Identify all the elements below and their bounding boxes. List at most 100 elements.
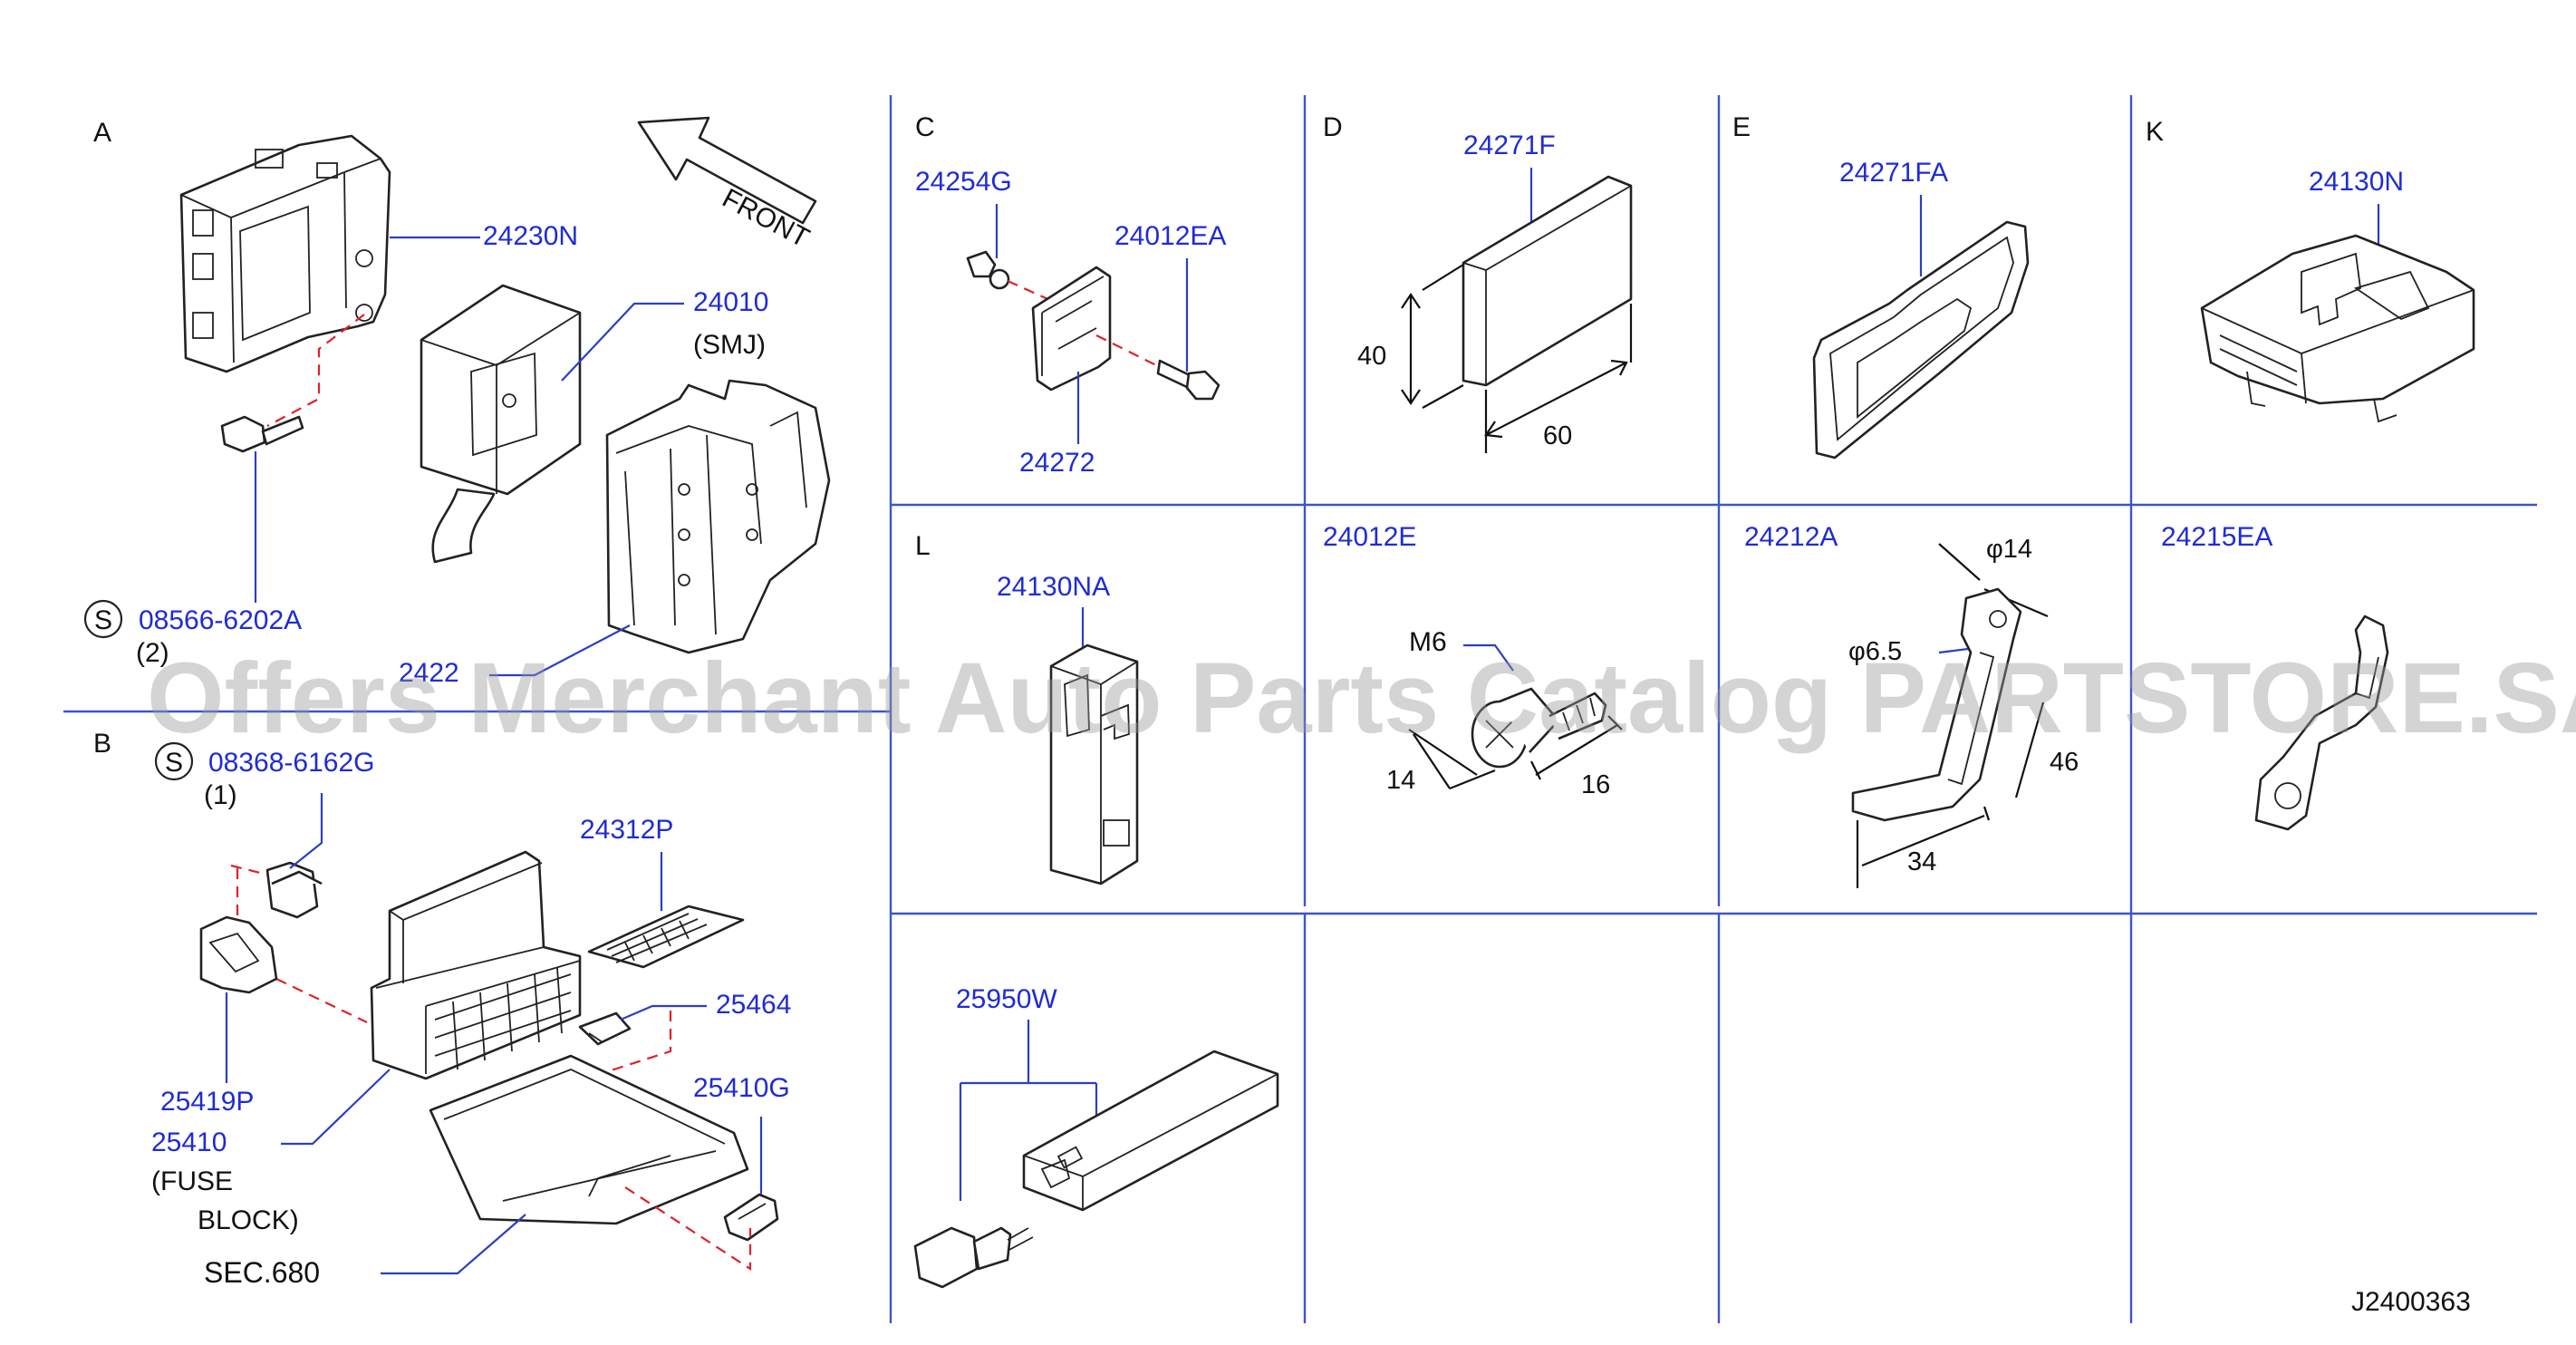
section-connector-25950w: 25950W <box>913 984 1279 1289</box>
dim-label-phi65: φ6.5 <box>1848 637 1902 666</box>
section-e-letter: E <box>1732 112 1751 142</box>
fuse-block-25410-drawing <box>370 850 582 1080</box>
watermark-text: Offers Merchant Auto Parts Catalog PARTS… <box>147 643 2576 754</box>
bracket-24230n-drawing <box>179 134 391 373</box>
section-c-letter: C <box>915 112 935 142</box>
part-number-24215ea[interactable]: 24215EA <box>2161 522 2272 552</box>
dim-arrow-34 <box>1861 814 1985 867</box>
leader-25464 <box>620 1004 707 1021</box>
part-number-2422x[interactable]: 2422 <box>399 658 459 688</box>
clip-25419p-drawing <box>199 915 278 994</box>
section-e: E 24271FA <box>1732 112 2030 460</box>
thread-label-m6: M6 <box>1409 627 1447 657</box>
dim-label-34: 34 <box>1907 847 1936 876</box>
leader-25950w <box>959 1020 1098 1201</box>
section-k: K 24130N <box>2146 117 2475 423</box>
dash-line-a <box>266 314 365 427</box>
dim-arrow-40 <box>1401 293 1421 405</box>
part-number-24212a[interactable]: 24212A <box>1744 522 1838 552</box>
section-c: C 24254G 24012EA 24272 <box>915 112 1226 478</box>
part-number-25419p[interactable]: 25419P <box>160 1087 254 1117</box>
dim-label-46: 46 <box>2050 748 2079 777</box>
section-bracket-24212a: 24212A φ14 φ6.5 46 34 <box>1744 522 2079 888</box>
dim-label-16: 16 <box>1581 770 1610 799</box>
fuse-label-2: BLOCK) <box>198 1205 299 1235</box>
dim-ext-40 <box>1422 264 1464 409</box>
leader-08368 <box>289 793 323 869</box>
part-number-25950w[interactable]: 25950W <box>956 984 1057 1014</box>
leader-m6 <box>1463 643 1514 672</box>
fuse-label-1: (FUSE <box>151 1166 233 1196</box>
part-number-24312p[interactable]: 24312P <box>580 815 673 845</box>
front-arrow-icon <box>637 116 817 225</box>
leader-24010 <box>561 302 684 382</box>
dim-label-phi14: φ14 <box>1986 535 2032 564</box>
section-d: D 24271F 40 60 <box>1323 112 1633 453</box>
screw-b-icon <box>265 861 323 919</box>
dim-label-14: 14 <box>1386 766 1415 795</box>
part-number-08368[interactable]: 08368-6162G <box>208 748 375 778</box>
dim-ext-14 <box>1408 729 1496 790</box>
section-k-letter: K <box>2146 117 2164 147</box>
screw-symbol-s-b <box>154 741 194 781</box>
dim-ext-34 <box>1856 806 1991 888</box>
part-number-24012e[interactable]: 24012E <box>1323 522 1416 552</box>
part-number-25410[interactable]: 25410 <box>151 1127 227 1157</box>
drawing-id: J2400363 <box>2351 1287 2471 1317</box>
dash-line-b5 <box>624 1186 752 1272</box>
part-number-24130n[interactable]: 24130N <box>2309 167 2404 197</box>
bracket-24272-drawing <box>1031 266 1112 392</box>
dim-arrow-16 <box>1535 724 1618 776</box>
smj-module-24010-drawing <box>420 284 582 564</box>
qty-label-b: (1) <box>204 780 237 810</box>
section-clip-24215ea: 24215EA <box>2161 522 2389 831</box>
dim-label-60: 60 <box>1543 421 1572 450</box>
part-number-25464[interactable]: 25464 <box>716 990 791 1020</box>
gasket-24271fa-drawing <box>1812 220 2030 460</box>
part-number-24012ea[interactable]: 24012EA <box>1114 221 1226 251</box>
dash-line-b3 <box>275 978 368 1023</box>
tray-sec680-drawing <box>429 1054 749 1225</box>
terminal-24130na-drawing <box>1049 643 1139 885</box>
section-b-letter: B <box>93 729 111 759</box>
part-number-24010[interactable]: 24010 <box>693 287 768 317</box>
fuse-puller-25410g-icon <box>723 1193 779 1242</box>
dim-arrow-46 <box>2014 702 2045 798</box>
dash-line-c2 <box>1095 334 1161 368</box>
screw-symbol-s-text: S <box>94 605 112 635</box>
part-number-24130na[interactable]: 24130NA <box>997 572 1110 602</box>
qty-label-a: (2) <box>136 638 169 668</box>
part-number-24254g[interactable]: 24254G <box>915 167 1012 197</box>
screw-symbol-s <box>83 599 123 639</box>
dim-label-40: 40 <box>1357 342 1386 371</box>
clip-24215ea-drawing <box>2254 614 2389 831</box>
dim-arrow-60 <box>1484 359 1628 439</box>
dim-ext-60 <box>1484 304 1633 453</box>
grommet-24254g-icon <box>966 250 1010 290</box>
section-l: L 24130NA <box>915 531 1139 885</box>
screw-icon <box>220 415 304 453</box>
part-number-24272[interactable]: 24272 <box>1019 448 1095 478</box>
part-number-08566[interactable]: 08566-6202A <box>139 605 302 635</box>
section-b: B S 08368-6162G (1) 25419P <box>93 729 791 1289</box>
fuse-25464-icon <box>578 1011 632 1046</box>
section-l-letter: L <box>915 531 931 561</box>
leader-25410 <box>281 1069 391 1146</box>
smj-label: (SMJ) <box>693 330 766 360</box>
part-number-24271fa[interactable]: 24271FA <box>1839 158 1948 188</box>
section-a: A FRONT 24230N <box>83 116 831 688</box>
bracket-2422x-drawing <box>605 379 831 654</box>
leader-2422x <box>489 624 631 677</box>
dim-arrow-14 <box>1413 733 1451 789</box>
section-d-letter: D <box>1323 112 1343 142</box>
pad-24271f-drawing <box>1462 175 1633 387</box>
part-number-24230n[interactable]: 24230N <box>483 221 578 251</box>
connector-25950w-drawing <box>913 1050 1279 1289</box>
bolt-24012ea-icon <box>1156 359 1220 401</box>
part-number-25410g[interactable]: 25410G <box>693 1073 790 1103</box>
part-number-24271f[interactable]: 24271F <box>1463 131 1556 160</box>
bolt-24012e-drawing <box>1471 687 1607 769</box>
bracket-24212a-drawing <box>1851 587 2022 822</box>
section-bolt-24012e: 24012E M6 14 16 <box>1323 522 1623 799</box>
